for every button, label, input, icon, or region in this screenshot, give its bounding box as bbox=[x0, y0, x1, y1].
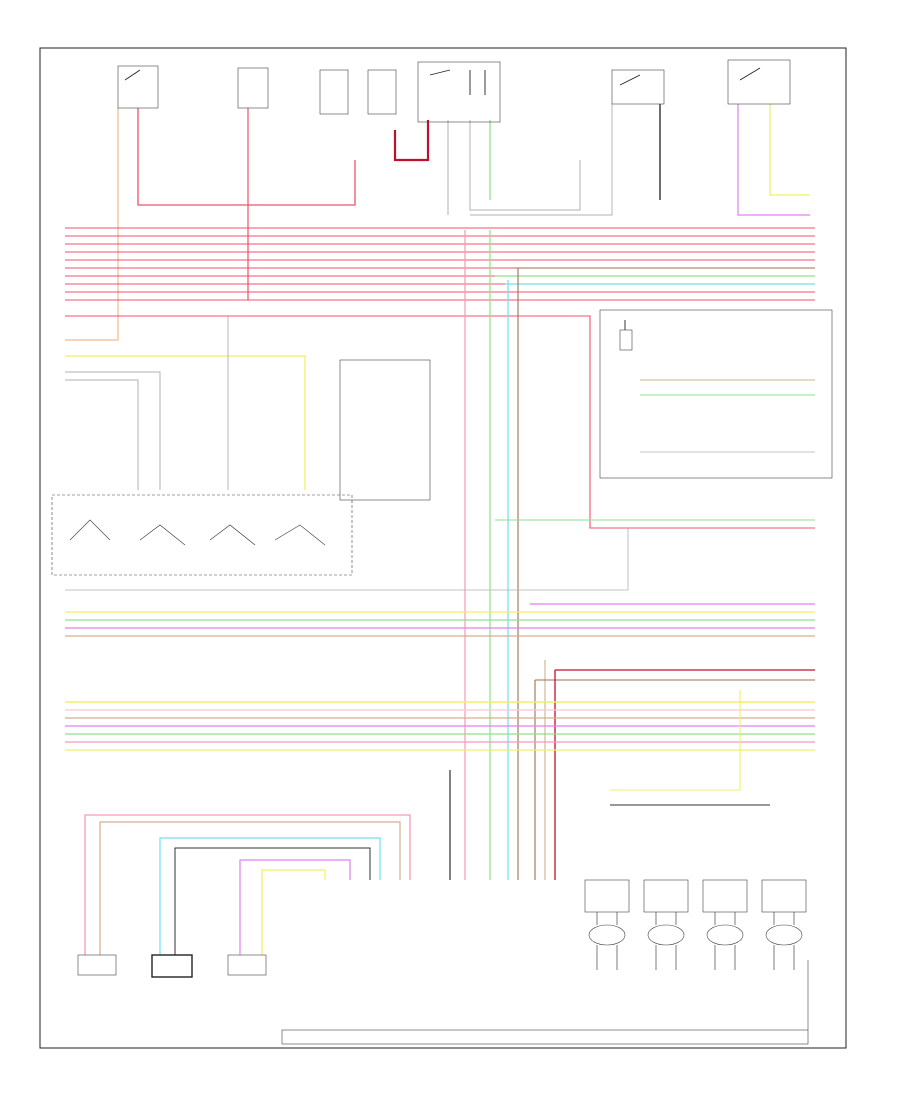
sensor-block-2 bbox=[319, 69, 349, 115]
wire-grey-loop bbox=[65, 528, 629, 591]
wire-oil-orange bbox=[65, 108, 119, 341]
wire-relay-darkred bbox=[393, 120, 430, 162]
wire-yellow-drop bbox=[65, 355, 306, 490]
mass-air-flow-sensor bbox=[727, 59, 791, 105]
oil-pressure-switch bbox=[117, 65, 159, 109]
throttle-actuator-box bbox=[51, 494, 353, 576]
coil-2 bbox=[647, 924, 685, 946]
injector-1 bbox=[584, 879, 630, 913]
wire-layer bbox=[65, 104, 815, 970]
switch-3 bbox=[209, 524, 256, 546]
wire-lower-cyan bbox=[159, 837, 381, 955]
sensor-block-1 bbox=[237, 67, 269, 109]
wire-lower-black bbox=[174, 847, 371, 955]
sensor-lower-3 bbox=[227, 954, 267, 976]
switch-1 bbox=[69, 519, 111, 541]
wire-grey-drop-2 bbox=[65, 379, 139, 490]
wire-maf-violet bbox=[737, 104, 810, 216]
wire-lower-pink bbox=[84, 814, 411, 955]
footer-box bbox=[281, 1029, 809, 1045]
diagram-frame bbox=[39, 47, 847, 1049]
sensor-block-3 bbox=[367, 69, 397, 115]
injector-2 bbox=[643, 879, 689, 913]
wire-red-cluster bbox=[65, 315, 815, 529]
wire-lower-violet bbox=[239, 859, 351, 955]
switch-2 bbox=[139, 524, 186, 546]
sensor-lower-2 bbox=[151, 954, 193, 978]
wire-lower-yellow bbox=[261, 869, 326, 955]
coil-4 bbox=[765, 924, 803, 946]
injector-4 bbox=[761, 879, 807, 913]
wire-lower-tan bbox=[99, 821, 401, 955]
coil-1 bbox=[588, 924, 626, 946]
fuel-pump-relay bbox=[417, 61, 501, 123]
instrument-cluster-box bbox=[599, 309, 833, 479]
cluster-lamp bbox=[619, 329, 633, 351]
wire-yellow-loop bbox=[610, 690, 741, 791]
component-layer bbox=[51, 59, 833, 1045]
wire-grey-drop bbox=[65, 371, 161, 490]
injector-3 bbox=[702, 879, 748, 913]
ignition-switch-box bbox=[339, 359, 431, 501]
wire-maf-yellow bbox=[769, 104, 810, 196]
sensor-lower-1 bbox=[77, 954, 117, 976]
switch-4 bbox=[274, 524, 326, 546]
wire-top-red bbox=[137, 108, 356, 206]
fuel-tank-sensor bbox=[611, 69, 665, 105]
coil-3 bbox=[706, 924, 744, 946]
wire-relay-grey-2 bbox=[469, 120, 581, 211]
wire-tank-grey bbox=[470, 104, 613, 216]
